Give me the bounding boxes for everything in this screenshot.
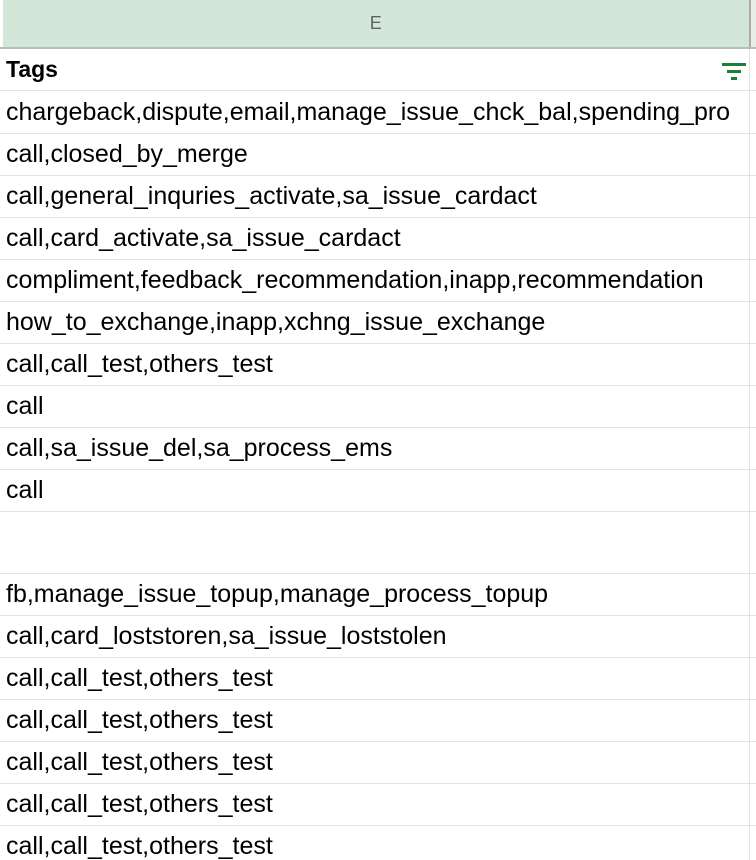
- table-row[interactable]: compliment,feedback_recommendation,inapp…: [0, 260, 756, 302]
- table-row[interactable]: call,closed_by_merge: [0, 134, 756, 176]
- table-row[interactable]: call: [0, 470, 756, 512]
- table-row[interactable]: [0, 512, 756, 574]
- table-row[interactable]: fb,manage_issue_topup,manage_process_top…: [0, 574, 756, 616]
- table-row[interactable]: call,call_test,others_test: [0, 700, 756, 742]
- next-column-header-sliver: [751, 0, 756, 47]
- cell-text: call: [6, 392, 44, 420]
- table-row[interactable]: call,general_inquries_activate,sa_issue_…: [0, 176, 756, 218]
- cell-text: call,general_inquries_activate,sa_issue_…: [6, 182, 537, 210]
- band-left-sliver: [0, 0, 3, 47]
- cell-text: call,call_test,others_test: [6, 350, 273, 378]
- table-row[interactable]: call,card_loststoren,sa_issue_loststolen: [0, 616, 756, 658]
- cell-text: chargeback,dispute,email,manage_issue_ch…: [6, 98, 731, 126]
- table-row[interactable]: call,call_test,others_test: [0, 826, 756, 860]
- cell-text: call,call_test,others_test: [6, 832, 273, 860]
- cell-text: call,card_loststoren,sa_issue_loststolen: [6, 622, 447, 650]
- column-divider: [749, 0, 751, 47]
- table-row[interactable]: call,call_test,others_test: [0, 658, 756, 700]
- cell-text: call: [6, 476, 44, 504]
- cell-text: fb,manage_issue_topup,manage_process_top…: [6, 580, 549, 608]
- header-row[interactable]: Tags: [0, 49, 756, 91]
- cell-text: call,call_test,others_test: [6, 790, 273, 818]
- table-row[interactable]: chargeback,dispute,email,manage_issue_ch…: [0, 92, 756, 134]
- table-row[interactable]: call,call_test,others_test: [0, 742, 756, 784]
- cell-text: call,closed_by_merge: [6, 140, 248, 168]
- column-letter: E: [369, 13, 383, 33]
- header-title: Tags: [6, 56, 58, 82]
- cell-text: call,call_test,others_test: [6, 706, 273, 734]
- filter-icon[interactable]: [722, 63, 746, 80]
- table-row[interactable]: call,sa_issue_del,sa_process_ems: [0, 428, 756, 470]
- column-header-cell-e[interactable]: E: [3, 0, 749, 47]
- table-row[interactable]: call: [0, 386, 756, 428]
- table-row[interactable]: call,call_test,others_test: [0, 784, 756, 826]
- column-right-gridline: [749, 49, 750, 860]
- table-row[interactable]: call,card_activate,sa_issue_cardact: [0, 218, 756, 260]
- table-row[interactable]: call,call_test,others_test: [0, 344, 756, 386]
- cell-text: compliment,feedback_recommendation,inapp…: [6, 266, 704, 294]
- cell-text: call,card_activate,sa_issue_cardact: [6, 224, 401, 252]
- cell-text: call,sa_issue_del,sa_process_ems: [6, 434, 393, 462]
- cell-text: call,call_test,others_test: [6, 664, 273, 692]
- column-header-band: E: [0, 0, 756, 49]
- rows-container: chargeback,dispute,email,manage_issue_ch…: [0, 92, 756, 860]
- table-row[interactable]: how_to_exchange,inapp,xchng_issue_exchan…: [0, 302, 756, 344]
- cell-text: call,call_test,others_test: [6, 748, 273, 776]
- cell-text: how_to_exchange,inapp,xchng_issue_exchan…: [6, 308, 546, 336]
